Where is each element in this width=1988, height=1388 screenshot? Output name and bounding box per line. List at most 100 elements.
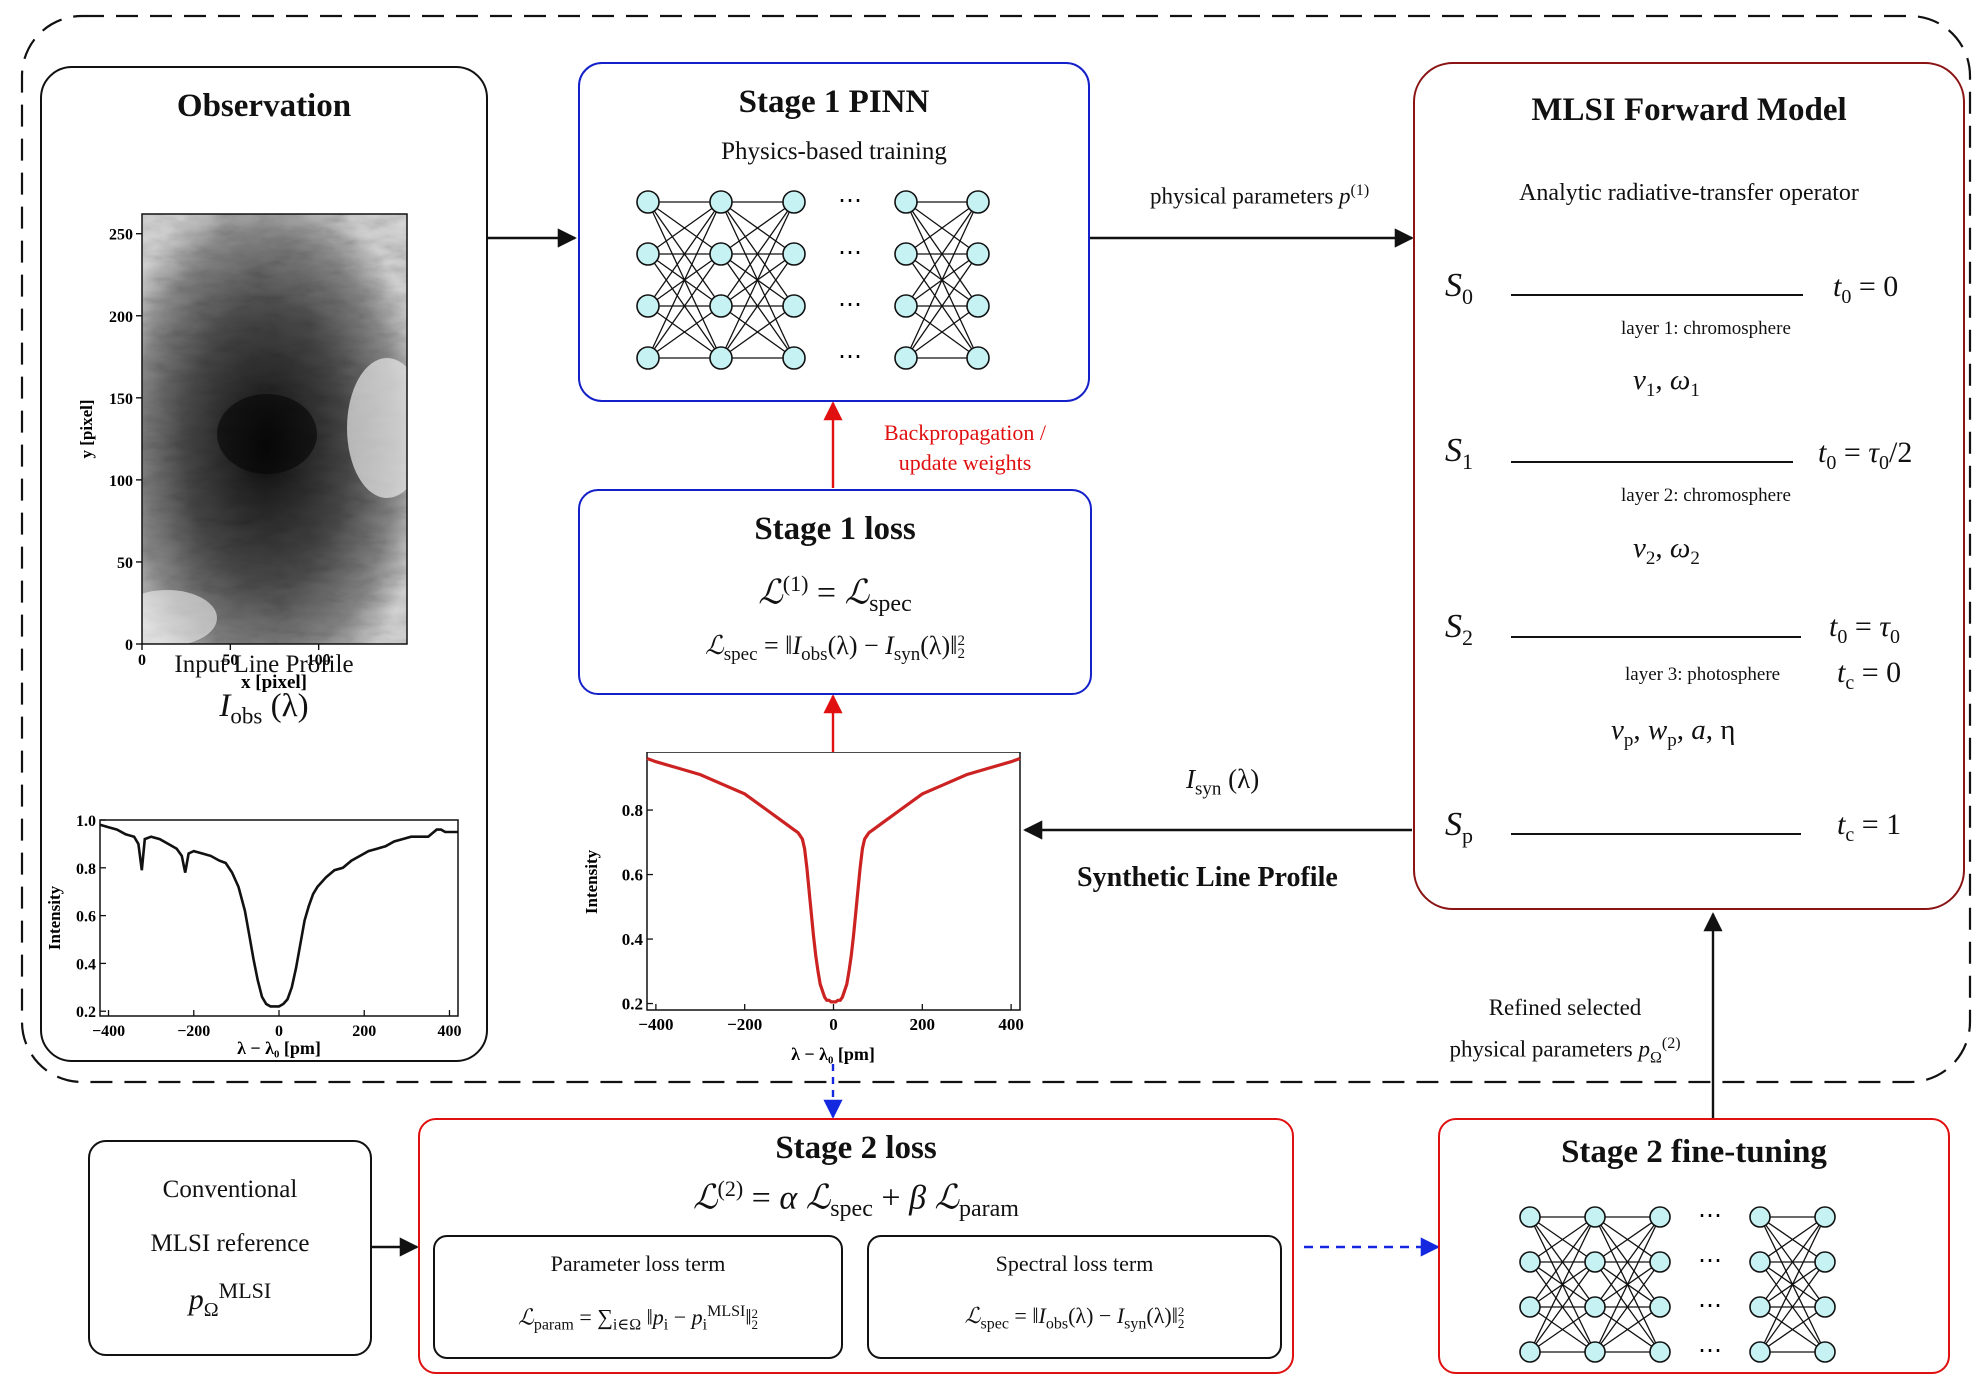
- pinn-edges: [647, 201, 979, 359]
- layer2-params: v2, ω2: [1633, 532, 1700, 569]
- network-node: [1649, 1296, 1671, 1318]
- stage2-loss-eq: ℒ(2) = α ℒspec + β ℒparam: [693, 1176, 1019, 1223]
- layer1-label: layer 1: chromosphere: [1621, 318, 1791, 339]
- network-node: [894, 294, 918, 318]
- s1-label: S1: [1445, 432, 1473, 474]
- y-tick-label: 0.4: [622, 930, 644, 949]
- profile-x-label: λ − λ₀ [pm]: [237, 1038, 321, 1058]
- network-edge: [1759, 1306, 1826, 1353]
- stage2-loss-box: Stage 2 loss ℒ(2) = α ℒspec + β ℒparam P…: [418, 1118, 1294, 1374]
- profile-y-label: Intensity: [45, 885, 64, 950]
- network-node: [894, 190, 918, 214]
- network-node: [1814, 1251, 1836, 1273]
- network-edge: [1594, 1216, 1661, 1353]
- y-tick-label: 1.0: [76, 813, 96, 830]
- mlsi-subtitle: Analytic radiative-transfer operator: [1519, 180, 1859, 206]
- network-ellipsis: ⋯: [838, 292, 862, 318]
- network-ellipsis: ⋯: [1698, 1293, 1722, 1319]
- y-tick-label: 0.8: [622, 801, 643, 820]
- network-node: [1519, 1251, 1541, 1273]
- observed-profile-curve: [99, 823, 458, 1008]
- network-node: [782, 346, 806, 370]
- s0-label: S0: [1445, 267, 1473, 309]
- network-edge: [1594, 1306, 1661, 1353]
- image-x-tick-label: 50: [222, 652, 238, 669]
- synthetic-line-profile-label: Synthetic Line Profile: [1077, 862, 1338, 893]
- network-node: [1814, 1206, 1836, 1228]
- network-edge: [647, 201, 722, 307]
- image-y-tick-label: 0: [125, 637, 133, 654]
- network-node: [1519, 1206, 1541, 1228]
- network-node: [636, 346, 660, 370]
- sp-boundary-line: [1511, 833, 1801, 835]
- network-node: [1814, 1341, 1836, 1363]
- network-edge: [647, 201, 722, 255]
- synthetic-y-ticks: 0.80.60.40.2: [622, 801, 653, 1014]
- image-y-tick-label: 100: [109, 473, 133, 490]
- synthetic-profile-curve: [646, 756, 1021, 1004]
- network-edge: [905, 201, 979, 307]
- network-edge: [720, 305, 795, 359]
- t0-half-label: t0 = τ0/2: [1818, 436, 1913, 474]
- network-node: [709, 294, 733, 318]
- s2-boundary-line: [1511, 636, 1801, 638]
- mlsi-forward-model-box: MLSI Forward Model Analytic radiative-tr…: [1413, 62, 1965, 910]
- s0-boundary-line: [1511, 294, 1803, 296]
- stage1-pinn-title: Stage 1 PINN: [738, 84, 930, 120]
- finetuning-edges: [1529, 1216, 1826, 1353]
- network-edge: [1759, 1216, 1826, 1263]
- conventional-reference-box: Conventional MLSI reference pΩMLSI: [88, 1140, 372, 1356]
- conventional-line2: MLSI reference: [150, 1230, 310, 1257]
- network-edge: [1759, 1216, 1826, 1353]
- network-node: [1584, 1341, 1606, 1363]
- network-edge: [1594, 1261, 1661, 1353]
- y-tick-label: 0.6: [622, 866, 643, 885]
- network-edge: [1759, 1261, 1826, 1353]
- isyn-label: Isyn (λ): [1186, 764, 1260, 800]
- network-edge: [905, 201, 979, 255]
- p-omega-mlsi-symbol: pΩMLSI: [188, 1278, 272, 1321]
- network-node: [1519, 1296, 1541, 1318]
- tc-zero-label: tc = 0: [1837, 656, 1902, 694]
- network-node: [1519, 1341, 1541, 1363]
- x-tick-label: 400: [998, 1015, 1024, 1034]
- network-ellipsis: ⋯: [1698, 1248, 1722, 1274]
- spectral-loss-title: Spectral loss term: [995, 1251, 1154, 1276]
- image-y-label: y [pixel]: [77, 399, 96, 458]
- network-ellipsis: ⋯: [1698, 1338, 1722, 1364]
- stage1-loss-box: Stage 1 loss ℒ(1) = ℒspec ℒspec = ‖Iobs(…: [578, 489, 1092, 695]
- y-tick-label: 0.4: [76, 956, 96, 973]
- layer3-params: vp, wp, a, η: [1611, 714, 1736, 751]
- y-tick-label: 0.8: [76, 861, 96, 878]
- x-tick-label: −400: [92, 1023, 125, 1040]
- mlsi-title: MLSI Forward Model: [1531, 92, 1847, 128]
- x-tick-label: 200: [352, 1023, 376, 1040]
- refined-parameters-label: Refined selected physical parameters pΩ(…: [1449, 995, 1681, 1067]
- network-node: [966, 346, 990, 370]
- network-edge: [1594, 1216, 1661, 1263]
- network-node: [1814, 1296, 1836, 1318]
- network-edge: [905, 201, 979, 359]
- image-y-tick-label: 150: [109, 391, 133, 408]
- layer1-params: v1, ω1: [1633, 364, 1700, 401]
- network-node: [966, 242, 990, 266]
- network-node: [1649, 1341, 1671, 1363]
- stage1-pinn-subtitle: Physics-based training: [721, 138, 947, 165]
- x-tick-label: −200: [177, 1023, 210, 1040]
- network-ellipsis: ⋯: [838, 344, 862, 370]
- t0-zero-label: t0 = 0: [1833, 270, 1899, 308]
- x-tick-label: 400: [437, 1023, 461, 1040]
- tc-one-label: tc = 1: [1837, 808, 1902, 846]
- sunspot-image: [142, 214, 407, 644]
- network-ellipsis: ⋯: [1698, 1203, 1722, 1229]
- network-node: [782, 190, 806, 214]
- parameter-loss-term-box: Parameter loss term ℒparam = ∑i∈Ω ‖pi − …: [433, 1235, 843, 1359]
- network-node: [894, 346, 918, 370]
- network-edge: [720, 201, 795, 255]
